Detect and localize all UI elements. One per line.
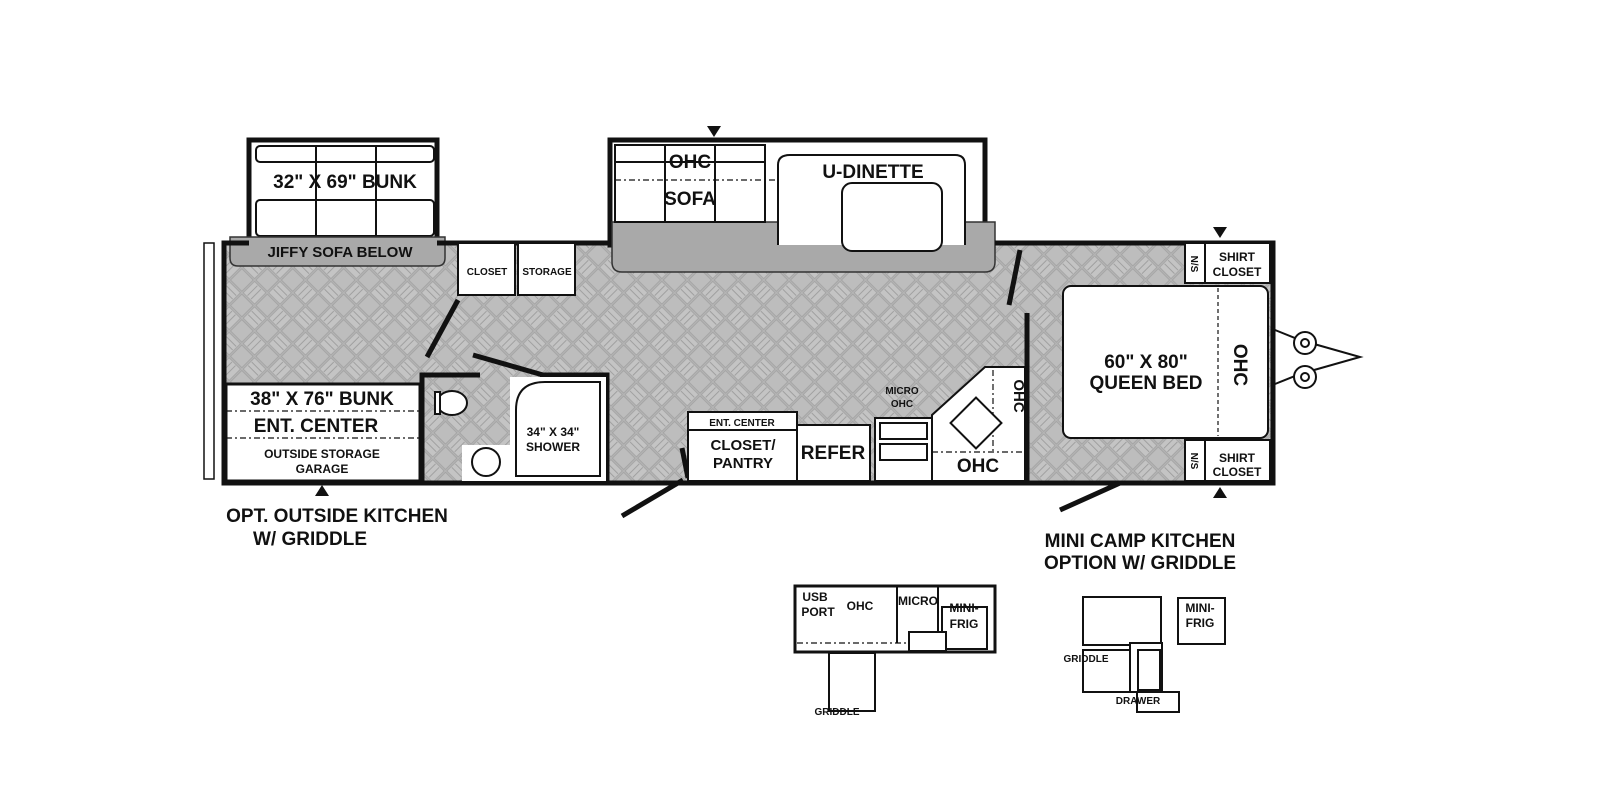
shower-size-label: 34" X 34" bbox=[527, 425, 580, 439]
micro-label: MICRO bbox=[885, 386, 919, 397]
top-bunk-label: 32" X 69" BUNK bbox=[273, 172, 417, 193]
arrow-icon bbox=[315, 485, 329, 496]
closet bbox=[457, 242, 516, 296]
top-bunk-slide: 32" X 69" BUNK JIFFY SOFA BELOW bbox=[229, 137, 446, 267]
arrow-icon bbox=[707, 126, 721, 137]
toilet-icon bbox=[436, 390, 468, 416]
sink-icon bbox=[471, 447, 501, 477]
griddle-label: GRIDDLE bbox=[1064, 654, 1109, 665]
living-slide: OHC SOFA U-DINETTE bbox=[607, 137, 996, 273]
sofa-ohc-label: OHC bbox=[669, 152, 712, 173]
ohc-label: OHC bbox=[847, 599, 874, 613]
ent-center-left-label: ENT. CENTER bbox=[254, 416, 379, 437]
shirt-closet-top-label-1: SHIRT bbox=[1219, 250, 1256, 264]
griddle-label: GRIDDLE bbox=[815, 707, 860, 718]
bed-label: QUEEN BED bbox=[1090, 373, 1203, 394]
kitchen-sink-icon bbox=[949, 396, 1003, 450]
bed-size-label: 60" X 80" bbox=[1104, 352, 1188, 373]
shirt-closet-bottom-label-2: CLOSET bbox=[1213, 465, 1262, 479]
bed-ohc-label: OHC bbox=[1229, 344, 1250, 387]
arrow-icon bbox=[1213, 487, 1227, 498]
outside-kitchen-label-1: OPT. OUTSIDE KITCHEN bbox=[226, 506, 448, 527]
mini-frig-label-1: MINI- bbox=[1185, 601, 1214, 615]
u-dinette-label: U-DINETTE bbox=[822, 162, 923, 183]
mini-camp-kitchen-option: MINI- FRIG GRIDDLE DRAWER bbox=[1064, 596, 1226, 713]
mini-frig-label-2: FRIG bbox=[1186, 616, 1215, 630]
mini-camp-label-2: OPTION W/ GRIDDLE bbox=[1044, 553, 1236, 574]
ent-center-label: ENT. CENTER bbox=[709, 418, 775, 429]
kitchen-ohc-label: OHC bbox=[957, 456, 1000, 477]
usb-label: USB bbox=[802, 590, 828, 604]
shirt-closet-bottom-label-1: SHIRT bbox=[1219, 451, 1256, 465]
kitchen-ohc-vertical-label: OHC bbox=[1010, 379, 1027, 413]
closet-label: CLOSET bbox=[467, 267, 508, 278]
outside-storage-label: OUTSIDE STORAGE bbox=[264, 447, 380, 461]
queen-bed bbox=[1062, 285, 1269, 439]
jiffy-sofa-label: JIFFY SOFA BELOW bbox=[267, 244, 413, 261]
outside-kitchen-label-2: W/ GRIDDLE bbox=[253, 529, 367, 550]
arrow-icon bbox=[1213, 227, 1227, 238]
drawer-label: DRAWER bbox=[1116, 696, 1161, 707]
shirt-closet-top-label-2: CLOSET bbox=[1213, 265, 1262, 279]
kitchen: ENT. CENTER CLOSET/ PANTRY REFER MICRO O… bbox=[620, 249, 1122, 519]
lower-bunk-label: 38" X 76" BUNK bbox=[250, 389, 394, 410]
bathroom: 34" X 34" SHOWER bbox=[419, 352, 610, 483]
ns-top-label: N/S bbox=[1188, 256, 1199, 273]
closet-pantry-label-2: PANTRY bbox=[713, 455, 773, 472]
storage-label: STORAGE bbox=[522, 267, 572, 278]
micro-ohc-label: OHC bbox=[891, 399, 913, 410]
sofa-label: SOFA bbox=[664, 189, 716, 210]
storage bbox=[517, 242, 576, 296]
mini-camp-label-1: MINI CAMP KITCHEN bbox=[1045, 531, 1236, 552]
port-label: PORT bbox=[801, 605, 835, 619]
rear-ladder bbox=[203, 242, 215, 480]
shower-label: SHOWER bbox=[526, 440, 580, 454]
closet-pantry-label-1: CLOSET/ bbox=[710, 437, 776, 454]
mini-frig-label-2: FRIG bbox=[950, 617, 979, 631]
micro-label: MICRO bbox=[898, 594, 938, 608]
refer-label: REFER bbox=[801, 443, 866, 464]
bedroom: N/S N/S SHIRT CLOSET SHIRT CLOSET 60" X … bbox=[1062, 242, 1271, 482]
lower-bunk: 38" X 76" BUNK ENT. CENTER OUTSIDE STORA… bbox=[224, 382, 422, 483]
ns-bottom-label: N/S bbox=[1188, 453, 1199, 470]
hitch-icon bbox=[1274, 329, 1364, 389]
garage-label: GARAGE bbox=[296, 462, 349, 476]
mini-frig-label-1: MINI- bbox=[949, 601, 978, 615]
outside-kitchen-option: USB PORT OHC MICRO MINI- FRIG GRIDDLE bbox=[793, 584, 997, 718]
